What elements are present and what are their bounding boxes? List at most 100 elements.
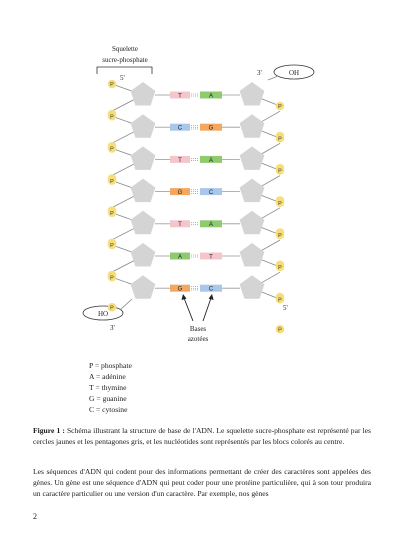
phosphate-circle bbox=[275, 166, 285, 175]
phosphate-circle bbox=[107, 272, 117, 282]
nucleotide-block bbox=[170, 220, 190, 228]
oh-terminal-label: OH bbox=[289, 69, 299, 77]
bases-label-line2: azotées bbox=[188, 335, 209, 343]
nucleotide-block bbox=[170, 188, 190, 196]
sugar-pentagon bbox=[239, 210, 265, 235]
phosphate-circle bbox=[275, 198, 285, 207]
nucleotide-block bbox=[200, 252, 222, 260]
sugar-pentagon bbox=[239, 275, 265, 299]
sugar-pentagon bbox=[130, 178, 156, 203]
nucleotide-letter: T bbox=[178, 222, 182, 228]
bases-arrowhead-right bbox=[208, 294, 214, 300]
figure-caption: Figure 1 : Schéma illustrant la structur… bbox=[33, 425, 371, 447]
nucleotide-block bbox=[200, 155, 222, 163]
phosphate-label: P bbox=[110, 179, 114, 185]
nucleotide-letter: G bbox=[178, 287, 183, 293]
sugar-pentagon bbox=[130, 146, 156, 170]
phosphate-circle bbox=[275, 133, 285, 143]
nucleotide-letter: C bbox=[178, 126, 183, 132]
phosphate-label: P bbox=[110, 305, 114, 311]
phosphate-label: P bbox=[110, 82, 114, 88]
legend-item: T = thymine bbox=[89, 383, 127, 392]
nucleotide-letter: A bbox=[209, 93, 213, 99]
phosphate-circle bbox=[275, 294, 285, 304]
sugar-pentagon bbox=[239, 178, 265, 203]
legend: P = phosphate A = adénine T = thymine G … bbox=[89, 360, 132, 415]
sugar-pentagon bbox=[130, 114, 156, 138]
phosphate-circle bbox=[107, 302, 117, 312]
nucleotide-letter: A bbox=[178, 254, 182, 260]
backbone-bracket bbox=[96, 66, 153, 74]
dna-strands: PPPPPPPPPPPPPPPPPPPPPPPPPPPPTACGTAGCTAAT… bbox=[107, 79, 285, 334]
phosphate-label: P bbox=[278, 233, 282, 239]
phosphate-circle bbox=[275, 230, 285, 240]
bases-arrow-right bbox=[202, 297, 212, 322]
phosphate-circle bbox=[107, 176, 117, 185]
legend-item: C = cytosine bbox=[89, 405, 128, 414]
nucleotide-letter: G bbox=[209, 126, 214, 132]
phosphate-label: P bbox=[110, 114, 114, 120]
nucleotide-letter: T bbox=[209, 254, 213, 260]
bases-arrowhead-left bbox=[181, 294, 187, 300]
nucleotide-letter: C bbox=[209, 190, 214, 196]
nucleotide-letter: G bbox=[178, 190, 183, 196]
phosphate-label: P bbox=[278, 265, 282, 271]
prime3-bottom: 3' bbox=[110, 324, 115, 332]
phosphate-label: P bbox=[278, 136, 282, 142]
figure-caption-text: Schéma illustrant la structure de base d… bbox=[33, 426, 371, 447]
nucleotide-letter: A bbox=[209, 222, 213, 228]
nucleotide-block bbox=[170, 91, 190, 99]
phosphate-label: P bbox=[110, 275, 114, 281]
ho-connector bbox=[119, 298, 133, 311]
phosphate-label: P bbox=[278, 327, 282, 333]
phosphate-circle bbox=[275, 262, 285, 272]
prime5-top: 5' bbox=[120, 74, 125, 82]
nucleotide-letter: C bbox=[209, 287, 214, 293]
phosphate-label: P bbox=[278, 297, 282, 303]
sugar-pentagon bbox=[130, 275, 156, 299]
phosphate-label: P bbox=[110, 211, 114, 217]
sugar-pentagon bbox=[130, 243, 156, 267]
sugar-pentagon bbox=[130, 210, 156, 235]
oh-terminal-ellipse bbox=[273, 64, 315, 80]
phosphate-circle bbox=[275, 101, 285, 111]
nucleotide-block bbox=[170, 284, 190, 292]
legend-item: G = guanine bbox=[89, 394, 127, 403]
nucleotide-block bbox=[170, 123, 190, 131]
page-number: 2 bbox=[33, 512, 37, 521]
nucleotide-block bbox=[170, 155, 190, 163]
sugar-pentagon bbox=[239, 243, 265, 267]
prime5-bottom: 5' bbox=[283, 304, 288, 312]
phosphate-label: P bbox=[110, 147, 114, 153]
sugar-pentagon bbox=[239, 146, 265, 170]
phosphate-circle bbox=[107, 111, 117, 121]
nucleotide-block bbox=[200, 220, 222, 228]
body-paragraph: Les séquences d'ADN qui codent pour des … bbox=[33, 467, 371, 499]
nucleotide-block bbox=[200, 284, 222, 292]
bases-arrow-left bbox=[183, 297, 194, 322]
nucleotide-block bbox=[200, 123, 222, 131]
phosphate-label: P bbox=[278, 169, 282, 175]
legend-item: P = phosphate bbox=[89, 361, 132, 370]
legend-item: A = adénine bbox=[89, 372, 126, 381]
nucleotide-letter: T bbox=[178, 93, 182, 99]
figure-caption-label: Figure 1 : bbox=[33, 426, 65, 435]
oh-connector bbox=[267, 75, 279, 81]
phosphate-label: P bbox=[278, 104, 282, 110]
backbone-label-line2: sucre-phosphate bbox=[102, 56, 147, 64]
nucleotide-block bbox=[170, 252, 190, 260]
sugar-pentagon bbox=[239, 82, 265, 106]
nucleotide-block bbox=[200, 91, 222, 99]
nucleotide-letter: A bbox=[209, 158, 213, 164]
dna-structure-diagram: Squelette sucre-phosphate 5' 3' OH HO 3'… bbox=[82, 45, 315, 343]
phosphate-circle bbox=[275, 324, 285, 334]
nucleotide-letter: T bbox=[178, 158, 182, 164]
prime3-top: 3' bbox=[257, 69, 262, 77]
sugar-pentagon bbox=[130, 82, 156, 106]
bases-label: Bases bbox=[190, 325, 207, 333]
phosphate-label: P bbox=[110, 243, 114, 249]
backbone-label: Squelette bbox=[112, 45, 138, 53]
phosphate-circle bbox=[107, 240, 117, 250]
ho-terminal-label: HO bbox=[98, 310, 108, 318]
phosphate-circle bbox=[107, 208, 117, 218]
